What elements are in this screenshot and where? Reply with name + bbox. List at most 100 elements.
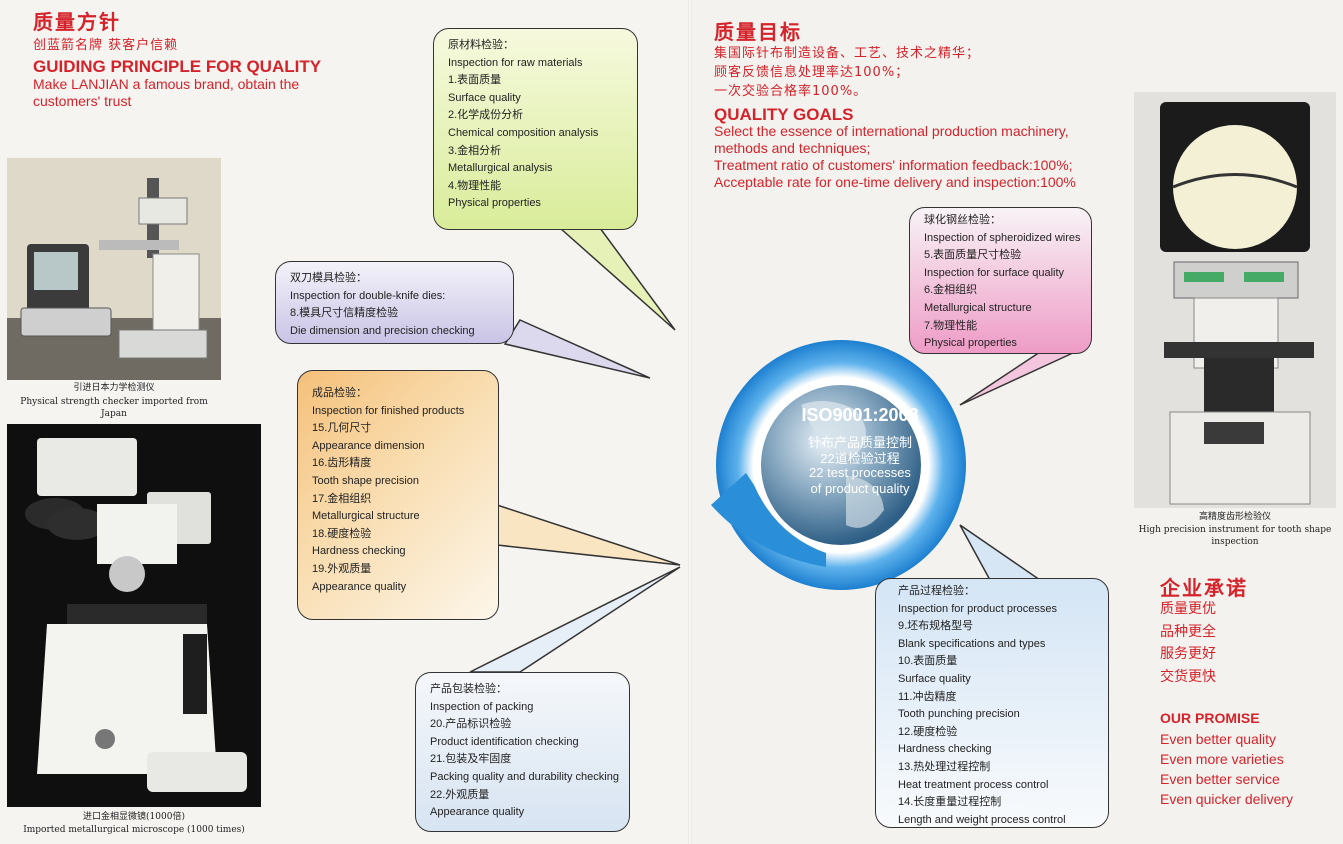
- packing-line: 产品包装检验：: [430, 683, 507, 695]
- microscope-caption-en: Imported metallurgical microscope (1000 …: [23, 825, 245, 835]
- raw-materials-line: 原材料检验：: [448, 39, 514, 51]
- raw-materials-line: Metallurgical analysis: [448, 162, 553, 175]
- promise-en-item: Even quicker delivery: [1160, 791, 1294, 807]
- quality-policy-subtitle-en-2: customers' trust: [33, 93, 132, 109]
- raw-materials-bubble: 原材料检验： Inspection for raw materials 1.表面…: [433, 28, 638, 230]
- tooth-shape-instrument-photo: [1134, 92, 1336, 508]
- process-line: Inspection for product processes: [898, 602, 1057, 615]
- quality-goal-en: methods and techniques;: [714, 140, 871, 156]
- quality-policy-title-cn: 质量方针: [33, 10, 121, 34]
- finished-products-line: 16.齿形精度: [312, 457, 372, 470]
- process-line: Hardness checking: [898, 743, 992, 756]
- strength-checker-photo: [7, 158, 221, 380]
- double-knife-line: Inspection for double-knife dies:: [290, 289, 446, 302]
- quality-goal-cn: 顾客反馈信息处理率达100%；: [714, 65, 910, 80]
- promise-cn-item: 品种更全: [1160, 623, 1216, 640]
- packing-line: Inspection of packing: [430, 700, 534, 713]
- raw-materials-line: 4.物理性能: [448, 179, 502, 192]
- quality-goals-cn-list: 集国际针布制造设备、工艺、技术之精华； 顾客反馈信息处理率达100%； 一次交验…: [714, 44, 980, 101]
- raw-materials-line: 3.金相分析: [448, 144, 502, 157]
- promise-en-item: Even better quality: [1160, 731, 1276, 747]
- double-knife-tail: [503, 319, 651, 379]
- finished-products-line: Hardness checking: [312, 545, 406, 558]
- finished-products-line: Appearance dimension: [312, 439, 425, 452]
- iso-label: ISO9001:2008: [801, 405, 919, 425]
- quality-policy-title-en: GUIDING PRINCIPLE FOR QUALITY: [33, 57, 322, 76]
- finished-products-line: Metallurgical structure: [312, 510, 420, 523]
- tooth-shape-instrument-caption-en-2: inspection: [1211, 537, 1259, 547]
- finished-products-bubble: 成品检验： Inspection for finished products 1…: [297, 370, 499, 620]
- quality-goal-en: Treatment ratio of customers' informatio…: [714, 157, 1073, 173]
- globe-en-2: of product quality: [810, 481, 910, 496]
- finished-products-line: Inspection for finished products: [312, 404, 465, 417]
- process-line: Tooth punching precision: [898, 708, 1020, 721]
- process-line: 11.冲齿精度: [898, 690, 957, 703]
- finished-products-line: 19.外观质量: [312, 562, 372, 575]
- quality-goals-title-en: QUALITY GOALS: [714, 105, 854, 124]
- globe-en-1: 22 test processes: [809, 465, 911, 480]
- microscope-caption-cn: 进口金相显微镜(1000倍): [83, 812, 185, 822]
- process-line: 12.硬度检验: [898, 725, 958, 738]
- quality-goal-cn: 一次交验合格率100%。: [714, 84, 868, 99]
- promise-cn-item: 质量更优: [1160, 601, 1216, 617]
- spheroidized-line: Physical properties: [924, 337, 1017, 350]
- packing-line: 22.外观质量: [430, 788, 490, 801]
- double-knife-line: 8.模具尺寸信精度检验: [290, 307, 399, 320]
- spheroidized-bubble: 球化钢丝检验： Inspection of spheroidized wires…: [909, 207, 1092, 354]
- raw-materials-line: Chemical composition analysis: [448, 126, 599, 139]
- raw-materials-tail: [558, 227, 676, 331]
- double-knife-bubble: 双刀模具检验： Inspection for double-knife dies…: [275, 261, 514, 344]
- promise-cn-item: 交货更快: [1160, 668, 1216, 685]
- quality-goals-en-list: Select the essence of international prod…: [714, 123, 1076, 191]
- quality-goal-en: Acceptable rate for one-time delivery an…: [714, 174, 1076, 190]
- finished-products-tail: [496, 503, 681, 566]
- packing-tail: [469, 566, 681, 673]
- promise-en-item: Even better service: [1160, 771, 1280, 787]
- process-line: Blank specifications and types: [898, 637, 1046, 650]
- raw-materials-line: Inspection for raw materials: [448, 56, 583, 69]
- packing-line: Product identification checking: [430, 735, 579, 748]
- spheroidized-line: 球化钢丝检验：: [924, 214, 1001, 226]
- process-line: Heat treatment process control: [898, 778, 1049, 791]
- finished-products-line: 17.金相组织: [312, 492, 372, 505]
- strength-checker-caption-en: Physical strength checker imported from …: [20, 397, 208, 419]
- process-line: Length and weight process control: [898, 813, 1066, 826]
- spheroidized-line: 7.物理性能: [924, 319, 978, 332]
- raw-materials-line: 1.表面质量: [448, 74, 502, 87]
- page-fold: [688, 0, 692, 844]
- promise-en-item: Even more varieties: [1160, 751, 1284, 767]
- quality-policy-subtitle-cn: 创蓝箭名牌 获客户信赖: [33, 38, 179, 53]
- packing-line: Packing quality and durability checking: [430, 770, 619, 783]
- tooth-shape-instrument-caption-cn: 高精度齿形检验仪: [1198, 512, 1271, 522]
- double-knife-line: Die dimension and precision checking: [290, 324, 475, 337]
- finished-products-line: Tooth shape precision: [312, 474, 420, 487]
- globe-cn-1: 针布产品质量控制: [807, 435, 912, 450]
- process-line: 9.坯布规格型号: [898, 620, 974, 633]
- raw-materials-line: Physical properties: [448, 197, 541, 210]
- spheroidized-line: Inspection of spheroidized wires: [924, 231, 1081, 244]
- iso-globe: [706, 335, 966, 595]
- process-line: 13.热处理过程控制: [898, 760, 991, 773]
- finished-products-line: Appearance quality: [312, 580, 407, 593]
- finished-products-line: 18.硬度检验: [312, 527, 372, 540]
- packing-bubble: 产品包装检验： Inspection of packing 20.产品标识检验 …: [415, 672, 630, 832]
- process-tail: [959, 524, 1043, 581]
- microscope-photo: [7, 424, 261, 807]
- promise-cn-list: 质量更优 品种更全 服务更好 交货更快: [1160, 598, 1216, 688]
- spheroidized-line: Metallurgical structure: [924, 301, 1032, 314]
- product-process-bubble: 产品过程检验： Inspection for product processes…: [875, 578, 1109, 828]
- quality-goal-en: Select the essence of international prod…: [714, 123, 1069, 139]
- quality-policy-subtitle-en-1: Make LANJIAN a famous brand, obtain the: [33, 76, 300, 92]
- process-line: 14.长度重量过程控制: [898, 796, 1002, 809]
- finished-products-line: 成品检验：: [312, 387, 367, 399]
- promise-title-en: OUR PROMISE: [1160, 710, 1260, 726]
- tooth-shape-instrument-caption-en-1: High precision instrument for tooth shap…: [1138, 525, 1332, 535]
- spheroidized-line: 6.金相组织: [924, 284, 978, 297]
- promise-cn-item: 服务更好: [1160, 646, 1216, 662]
- promise-en-list: Even better quality Even more varieties …: [1160, 729, 1293, 809]
- packing-line: Appearance quality: [430, 806, 525, 819]
- spheroidized-line: 5.表面质量尺寸检验: [924, 249, 1022, 262]
- promise-title-cn: 企业承诺: [1160, 576, 1248, 600]
- process-line: 产品过程检验：: [898, 585, 975, 597]
